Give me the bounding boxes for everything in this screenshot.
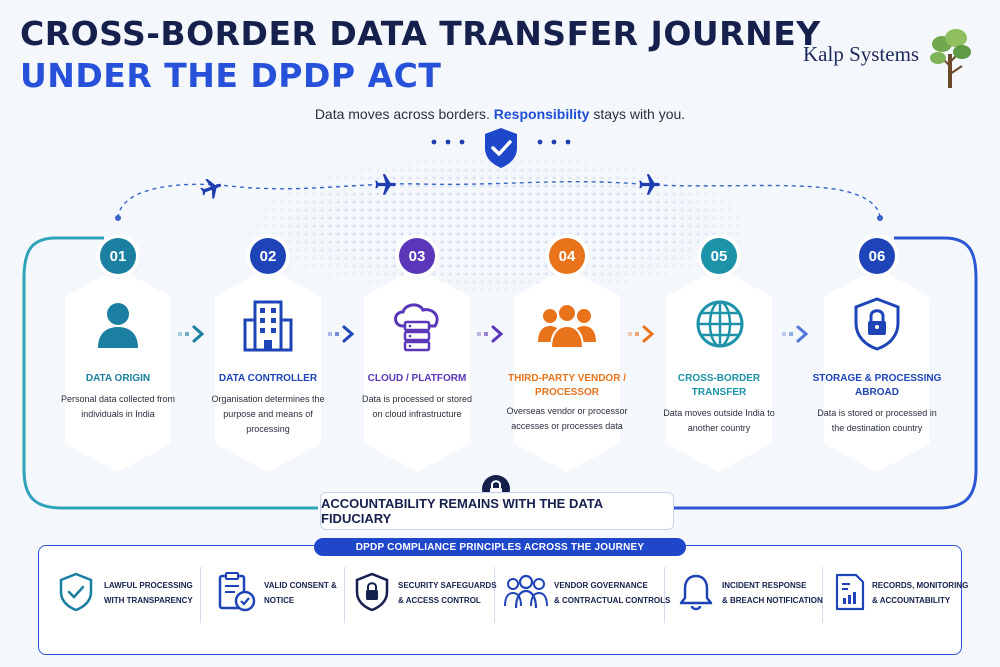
person-icon [98,303,138,348]
principle-line1: INCIDENT RESPONSE [722,581,807,590]
airplane-icon [200,178,222,199]
arrow-right-icon [477,325,504,343]
lock-shield-icon [854,297,900,351]
cloud-server-icon [394,303,439,352]
step-card-cloud-platform [364,268,470,472]
step-description: Data is stored or processed in the desti… [817,408,937,433]
step-description: Overseas vendor or processor accesses or… [506,406,628,431]
brand-name: Kalp Systems [803,42,920,66]
page-title-line2: UNDER THE DPDP ACT [20,56,442,95]
step-description: Organisation determines the purpose and … [211,394,325,434]
arrow-right-icon [178,325,205,343]
principle-line2: & BREACH NOTIFICATION [722,596,823,605]
step-number-badge: 03 [399,238,435,274]
step-description: Data is processed or stored on cloud inf… [361,394,473,419]
page-title-line1: CROSS-BORDER DATA TRANSFER JOURNEY [20,14,821,53]
principle-label: LAWFUL PROCESSING WITH TRANSPARENCY [104,578,193,608]
step-number-badge: 06 [859,238,895,274]
building-icon [243,300,293,352]
principles-panel [38,545,962,655]
step-card-third-party [514,268,620,472]
accountability-statement: ACCOUNTABILITY REMAINS WITH THE DATA FID… [320,492,674,530]
world-map-background [230,150,770,300]
airplane-icon [639,174,660,195]
divider [664,567,665,623]
vendor-group-icon [504,574,548,609]
principle-label: INCIDENT RESPONSE & BREACH NOTIFICATION [722,578,823,608]
clipboard-check-icon [218,572,256,612]
principle-line1: VENDOR GOVERNANCE [554,581,648,590]
step-number-badge: 01 [100,238,136,274]
step-title: DATA ORIGIN [85,373,151,384]
arrow-right-icon [328,325,355,343]
people-group-icon [538,303,596,349]
principle-line2: & CONTRACTUAL CONTROLS [554,596,671,605]
document-chart-icon [835,573,865,611]
principle-line1: VALID CONSENT & [264,581,337,590]
bell-icon [679,574,713,611]
principle-label: RECORDS, MONITORING & ACCOUNTABILITY [872,578,968,608]
tree-logo-icon [930,29,971,88]
step-title: CROSS-BORDER TRANSFER [677,373,761,398]
principle-line1: LAWFUL PROCESSING [104,581,193,590]
principles-banner: DPDP COMPLIANCE PRINCIPLES ACROSS THE JO… [314,538,686,556]
tagline-prefix: Data moves across borders. [314,106,494,122]
divider [822,567,823,623]
tagline: Data moves across borders. Responsibilit… [0,106,1000,122]
step-title: THIRD-PARTY VENDOR / PROCESSOR [508,373,626,398]
step-number-badge: 02 [250,238,286,274]
principle-line2: NOTICE [264,596,295,605]
shield-check-icon [59,572,93,612]
step-description: Personal data collected from individuals… [60,394,176,419]
step-title: CLOUD / PLATFORM [367,373,467,384]
tagline-highlight: Responsibility [493,106,590,122]
tagline-suffix: stays with you. [589,106,686,122]
step-title: DATA CONTROLLER [218,373,318,384]
principle-label: SECURITY SAFEGUARDS & ACCESS CONTROL [398,578,497,608]
divider [200,567,201,623]
step-card-storage-abroad [824,268,930,472]
top-shield-icon [431,128,571,168]
divider [344,567,345,623]
step-title: STORAGE & PROCESSING ABROAD [812,373,942,398]
principle-line1: RECORDS, MONITORING [872,581,969,590]
arrow-right-icon [782,325,809,343]
airplane-icon [375,174,396,195]
principle-label: VENDOR GOVERNANCE & CONTRACTUAL CONTROLS [554,578,670,608]
divider [494,567,495,623]
arrow-right-icon [628,325,655,343]
step-number-badge: 05 [701,238,737,274]
step-description: Data moves outside India to another coun… [663,408,775,433]
step-card-data-origin [65,268,171,472]
step-number-badge: 04 [549,238,585,274]
principle-line1: SECURITY SAFEGUARDS [398,581,497,590]
shield-lock-icon [355,572,389,612]
principle-line2: & ACCESS CONTROL [398,596,481,605]
principle-line2: WITH TRANSPARENCY [104,596,193,605]
principle-label: VALID CONSENT & NOTICE [264,578,337,608]
globe-icon [696,300,744,348]
principle-line2: & ACCOUNTABILITY [872,596,951,605]
